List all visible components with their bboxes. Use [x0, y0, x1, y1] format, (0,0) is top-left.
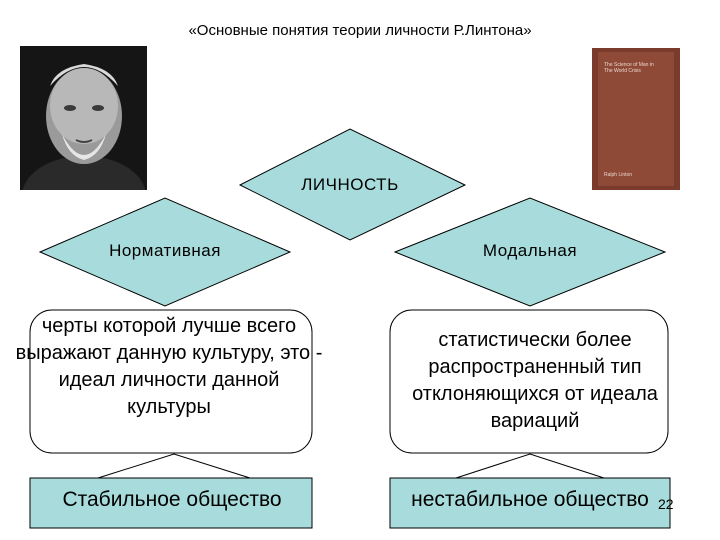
left-description: черты которой лучше всего выражают данну…	[15, 315, 323, 418]
slide-title: «Основные понятия теории личности Р.Линт…	[188, 22, 532, 39]
book-author: Ralph Linton	[604, 172, 633, 178]
right-diamond	[393, 197, 667, 307]
left-up-arrow	[97, 453, 251, 479]
left-society-box	[29, 477, 313, 529]
right-description-box	[389, 309, 669, 454]
root-node-label: ЛИЧНОСТЬ	[301, 175, 399, 194]
portrait-photo	[20, 46, 147, 236]
book-cover: The Science of Man in The World Crisis R…	[592, 48, 680, 190]
left-description-box	[29, 309, 313, 454]
book-title: The Science of Man in The World Crisis	[604, 62, 654, 74]
left-node-label: Нормативная	[109, 241, 221, 260]
right-society-box	[389, 477, 671, 529]
right-node-label: Модальная	[482, 241, 578, 260]
root-diamond	[238, 128, 467, 241]
page-number: 22	[658, 496, 674, 512]
right-up-arrow	[455, 453, 605, 479]
left-society-label: Стабильное общество	[62, 488, 282, 511]
right-society-label: нестабильное общество	[411, 488, 649, 511]
left-diamond	[38, 197, 292, 307]
right-description: статистически более распространенный тип…	[412, 329, 658, 432]
book-cover-inner: The Science of Man in The World Crisis R…	[598, 52, 674, 186]
